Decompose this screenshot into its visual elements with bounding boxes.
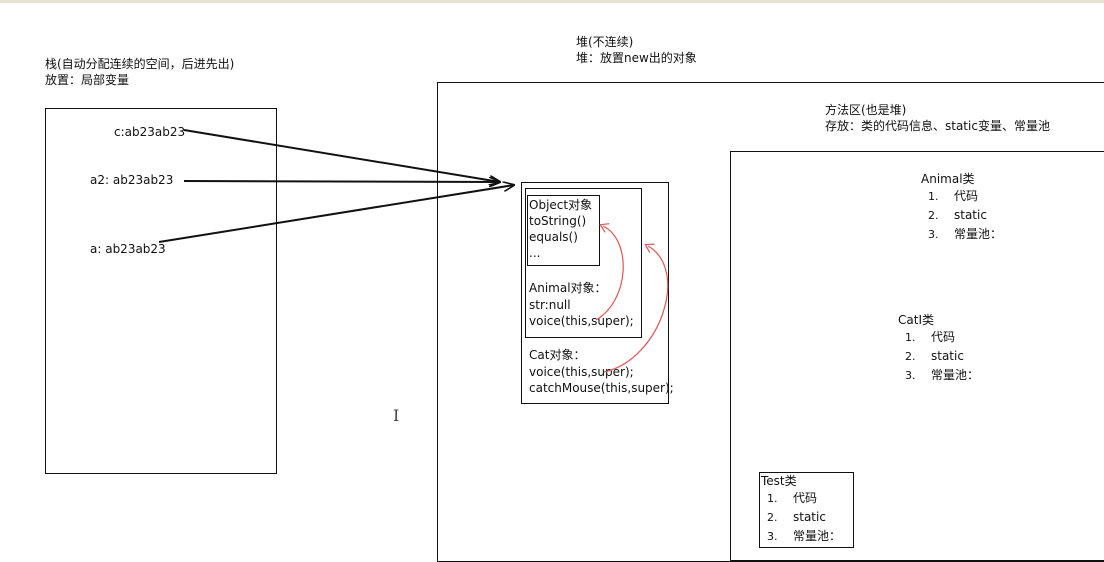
list-item: 1.代码 <box>767 491 818 505</box>
animal-title: Animal对象： <box>529 281 607 295</box>
method-area-title: 方法区(也是堆) <box>825 103 907 117</box>
class-item-list: 1.代码 2.static 3.常量池： <box>905 328 979 385</box>
list-item: 2.static <box>928 208 987 222</box>
stack-box <box>45 108 277 474</box>
arrow-c-to-object <box>183 129 500 182</box>
class-name: Animal类 <box>921 172 975 186</box>
class-name: CatI类 <box>898 313 934 327</box>
list-item: 3.常量池： <box>905 368 980 382</box>
method-area-subtitle: 存放：类的代码信息、static变量、常量池 <box>825 119 1050 133</box>
class-name: Test类 <box>761 474 797 488</box>
cat-object-box <box>521 182 669 404</box>
animal-line: voice(this,super); <box>529 314 634 328</box>
red-arrow-cat-to-animal <box>603 246 669 373</box>
object-line: toString() <box>529 214 587 228</box>
stack-var-a: a: ab23ab23 <box>90 242 166 256</box>
arrow-a-to-object <box>158 185 514 243</box>
stack-var-a2: a2: ab23ab23 <box>90 173 174 187</box>
stack-subtitle: 放置：局部变量 <box>45 73 130 87</box>
object-line: equals() <box>529 230 578 244</box>
object-title: Object对象 <box>529 198 593 212</box>
list-item: 3.常量池： <box>928 227 1003 241</box>
animal-object-box <box>525 188 642 338</box>
stack-var-c: c:ab23ab23 <box>114 125 186 139</box>
cat-title: Cat对象： <box>529 348 586 362</box>
list-item: 1.代码 <box>928 189 979 203</box>
cat-line: voice(this,super); <box>529 365 634 379</box>
text-cursor-icon: I <box>393 406 400 425</box>
heap-subtitle: 堆：放置new出的对象 <box>576 51 697 65</box>
list-item: 2.static <box>905 349 964 363</box>
arrow-a2-to-object <box>183 181 500 182</box>
list-item: 3.常量池： <box>767 529 842 543</box>
list-item: 1.代码 <box>905 330 956 344</box>
heap-title: 堆(不连续) <box>576 35 634 49</box>
red-arrow-animal-to-object <box>595 226 624 321</box>
class-item-list: 1.代码 2.static 3.常量池： <box>928 187 1002 244</box>
class-item-list: 1.代码 2.static 3.常量池： <box>767 489 841 546</box>
stack-title: 栈(自动分配连续的空间，后进先出) <box>45 57 235 71</box>
window-top-strip <box>0 0 1104 3</box>
list-item: 2.static <box>767 510 826 524</box>
object-line: ... <box>529 246 541 260</box>
animal-line: str:null <box>529 298 571 312</box>
arrows-layer <box>158 129 669 373</box>
cat-line: catchMouse(this,super); <box>529 381 674 395</box>
